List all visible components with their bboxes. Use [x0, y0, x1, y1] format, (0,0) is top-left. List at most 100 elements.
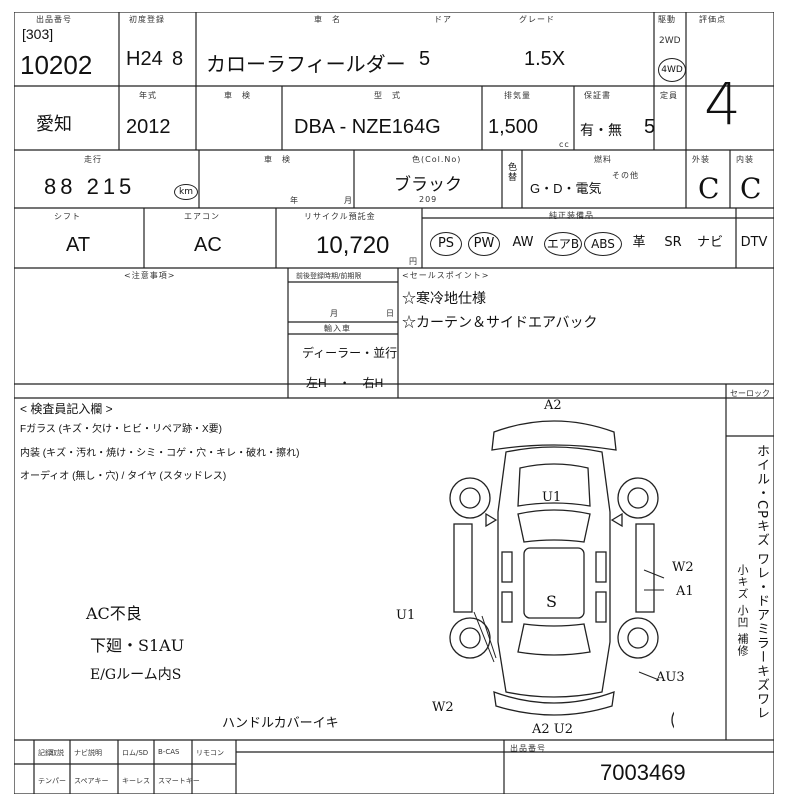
- label-capacity: 定員: [660, 91, 678, 100]
- km-badge: km: [174, 184, 198, 200]
- bottom-item-spare-key: スペアキー: [74, 777, 109, 785]
- label-fuel: 燃料: [594, 155, 612, 164]
- bottom-lot-number: 7003469: [600, 760, 686, 785]
- history-month: 月: [330, 309, 339, 318]
- lot-small: [303]: [22, 26, 54, 42]
- car-damage-diagram: [449, 420, 674, 729]
- warranty-value: 有・無: [580, 122, 622, 138]
- diagram-hood-mark: U1: [542, 490, 562, 505]
- bottom-item-smart-key: スマートキー: [158, 777, 200, 785]
- import-handle: 左H ・ 右H: [306, 376, 384, 390]
- equip-dtv: DTV: [740, 235, 768, 250]
- label-drive: 駆動: [658, 15, 676, 24]
- label-score: 評価点: [699, 15, 726, 24]
- equip-navi: ナビ: [696, 235, 723, 250]
- right-vertical-text: ホイル・CPキズ ワレ・ドアミラーキズワレ: [754, 444, 769, 721]
- bottom-item-bcas: B-CAS: [158, 748, 180, 756]
- label-exterior: 外装: [692, 155, 710, 164]
- label-shift: シフト: [54, 212, 81, 221]
- bottom-item-rom: ロム/SD: [122, 749, 149, 757]
- first-reg-era: H24: [126, 48, 163, 70]
- label-displacement: 排気量: [504, 91, 531, 100]
- year-value: 2012: [126, 116, 171, 138]
- import-dealer: ディーラー・並行: [302, 346, 398, 360]
- inspector-line-2: 内装 (キズ・汚れ・焼け・シミ・コゲ・穴・キレ・破れ・擦れ): [20, 448, 300, 459]
- cc-unit: cc: [559, 140, 570, 149]
- equip-ps: PS: [430, 232, 462, 256]
- label-color: 色(Col.No): [412, 155, 462, 164]
- equip-sr: SR: [664, 235, 682, 250]
- inspector-line-3: オーディオ (無し・穴) / タイヤ (スタッドレス): [20, 471, 227, 482]
- label-color-change: 色替: [506, 162, 516, 182]
- note-undercarriage: 下廻・S1AU: [90, 636, 185, 655]
- diagram-rear-mark: A2 U2: [532, 722, 574, 737]
- model-code: DBA - NZE164G: [294, 116, 441, 138]
- color-no: 209: [419, 195, 438, 204]
- label-import: 輸入車: [324, 324, 351, 333]
- equip-aw: AW: [512, 235, 534, 250]
- label-grade: グレード: [519, 15, 555, 24]
- bottom-item-remote: リモコン: [196, 749, 224, 757]
- diagram-right-a-mark: A1: [676, 584, 694, 599]
- grade-value: 1.5X: [524, 48, 566, 70]
- sheet-grid: [14, 12, 774, 794]
- history-day: 日: [386, 309, 395, 318]
- label-door: ドア: [434, 15, 452, 24]
- label-equipment: 純正装備品: [549, 211, 594, 220]
- shift-value: AT: [66, 234, 91, 256]
- note-handle-cover: ハンドルカバーイキ: [222, 716, 339, 731]
- color-value: ブラック: [394, 175, 462, 194]
- label-model: 型 式: [374, 91, 401, 100]
- label-bottom-lot: 出品番号: [510, 744, 546, 753]
- label-first-reg: 初度登録: [129, 15, 165, 24]
- sales-point-2: ☆カーテン＆サイドエアバック: [402, 314, 598, 330]
- diagram-front-mark: A2: [544, 398, 562, 413]
- region-value: 愛知: [36, 114, 72, 134]
- label-aircon: エアコン: [184, 212, 220, 221]
- label-sales-points: <セールスポイント>: [402, 271, 490, 280]
- diagram-right-w-mark: W2: [672, 560, 694, 575]
- label-interior: 内装: [736, 155, 754, 164]
- label-shaken: 車 検: [224, 91, 251, 100]
- bottom-item-record: 記録: [38, 749, 52, 757]
- diagram-left-rear-mark: W2: [432, 700, 454, 715]
- aircon-value: AC: [194, 234, 222, 256]
- bottom-item-manual: 取説: [50, 749, 64, 757]
- equip-pw: PW: [468, 232, 500, 256]
- sales-point-1: ☆寒冷地仕様: [402, 290, 486, 306]
- displacement-value: 1,500: [488, 116, 539, 138]
- label-year: 年式: [139, 91, 157, 100]
- capacity-value: 5: [644, 116, 656, 138]
- bottom-item-keyless: キーレス: [122, 777, 150, 785]
- score-value: 4: [704, 70, 741, 138]
- interior-grade: C: [740, 172, 762, 205]
- fuel-value: G・D・電気: [530, 181, 602, 196]
- drive-4wd: 4WD: [658, 58, 686, 82]
- mileage-value: 88 215: [44, 174, 136, 199]
- bottom-item-temper: テンパー: [38, 777, 66, 785]
- diagram-left-mark: U1: [396, 608, 416, 623]
- label-lot-no: 出品番号: [36, 15, 72, 24]
- note-engine-room: E/Gルーム内S: [90, 667, 182, 683]
- note-ac: AC不良: [86, 604, 142, 623]
- lot-number: 10202: [20, 50, 93, 80]
- drive-2wd: 2WD: [659, 36, 681, 46]
- right-vertical-text-2: 小キズ 小凹 補修: [736, 564, 749, 657]
- bottom-item-navi-manual: ナビ説明: [74, 749, 102, 757]
- label-history: 前後登録時期/前期限: [296, 272, 362, 280]
- label-car-name: 車 名: [314, 15, 341, 24]
- car-name: カローラフィールダー: [206, 54, 406, 76]
- year-unit: 年: [290, 196, 299, 205]
- label-inspector: < 検査員記入欄 >: [20, 402, 113, 416]
- equip-abs: ABS: [584, 232, 622, 256]
- auction-sheet: 出品番号 初度登録 車 名 ドア グレード 駆動 評価点 [303] 10202…: [14, 12, 774, 794]
- first-reg-month: 8: [172, 48, 184, 70]
- equip-airbag: エアB: [544, 232, 582, 256]
- diagram-roof-mark: S: [546, 592, 557, 611]
- exterior-grade: C: [698, 172, 720, 205]
- recycle-value: 10,720: [316, 232, 390, 259]
- label-notes: <注意事項>: [124, 271, 176, 280]
- label-fuel-other: その他: [612, 171, 639, 180]
- corner-label: セーロック: [730, 389, 770, 398]
- inspector-line-1: Fガラス (キズ・欠け・ヒビ・リペア跡・X要): [20, 424, 223, 435]
